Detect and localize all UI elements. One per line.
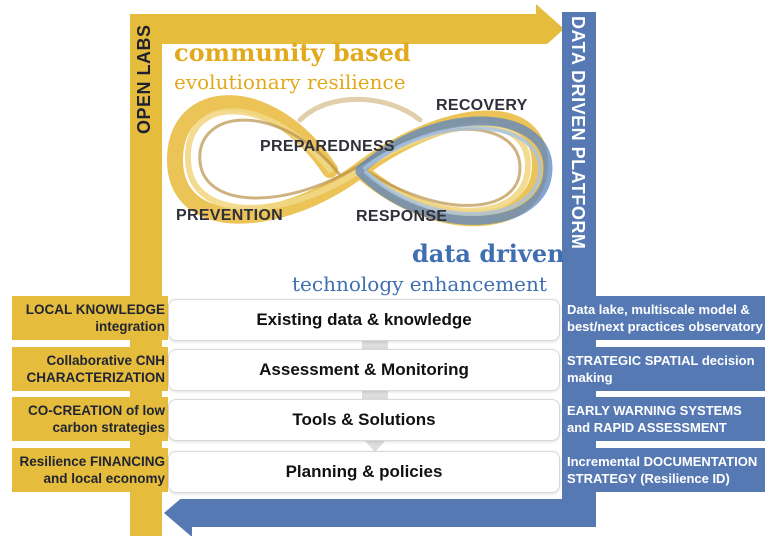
bottom-arrow-head — [164, 489, 192, 536]
recovery-label: RECOVERY — [436, 97, 528, 114]
row-left-co-creation: CO-CREATION of low carbon strategies — [12, 397, 168, 441]
technology-enhancement-subtitle: technology enhancement — [292, 272, 547, 296]
row-right-strategic-spatial: STRATEGIC SPATIAL decision making — [562, 347, 765, 391]
response-label: RESPONSE — [356, 208, 448, 225]
row-center-assessment: Assessment & Monitoring — [168, 349, 560, 391]
row-right-documentation: Incremental DOCUMENTATION STRATEGY (Resi… — [562, 448, 765, 492]
row-center-tools: Tools & Solutions — [168, 399, 560, 441]
bottom-arrow-shaft — [190, 499, 596, 527]
row-left-collaborative-cnh: Collaborative CNH CHARACTERIZATION — [12, 347, 168, 391]
row-center-existing-data: Existing data & knowledge — [168, 299, 560, 341]
row-left-local-knowledge: LOCAL KNOWLEDGE integration — [12, 296, 168, 340]
evolutionary-resilience-subtitle: evolutionary resilience — [174, 70, 406, 94]
preparedness-label: PREPAREDNESS — [260, 138, 395, 155]
infinity-loop — [166, 95, 553, 227]
data-driven-title: data driven — [412, 239, 565, 268]
top-arrow-shaft — [130, 14, 536, 44]
top-arrow-head — [536, 4, 564, 54]
row-right-early-warning: EARLY WARNING SYSTEMS and RAPID ASSESSME… — [562, 397, 765, 441]
open-labs-label: OPEN LABS — [134, 24, 154, 134]
row-center-planning: Planning & policies — [168, 451, 560, 493]
row-left-resilience-financing: Resilience FINANCING and local economy — [12, 448, 168, 492]
data-driven-platform-label: DATA DRIVEN PLATFORM — [568, 16, 588, 250]
prevention-label: PREVENTION — [176, 207, 284, 224]
community-based-title: community based — [174, 38, 411, 67]
row-right-data-lake: Data lake, multiscale model & best/next … — [562, 296, 765, 340]
